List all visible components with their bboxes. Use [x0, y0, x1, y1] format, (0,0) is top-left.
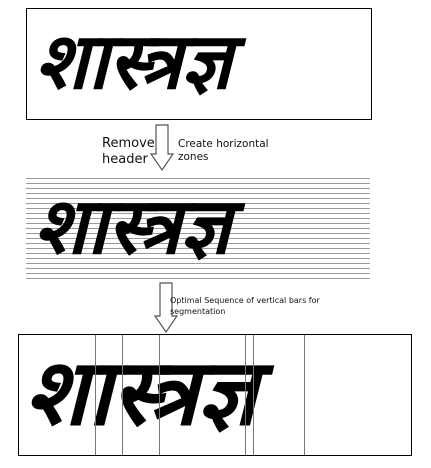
down-arrow-icon	[153, 282, 179, 334]
segmentation-bar	[304, 335, 305, 455]
segmented-word-panel: शास्त्रज्ञ	[18, 334, 412, 456]
segmentation-bar	[253, 335, 254, 455]
devanagari-word-zoned: शास्त्रज्ञ	[34, 182, 231, 272]
segmentation-bar	[245, 335, 246, 455]
segmentation-bar	[122, 335, 123, 455]
down-arrow-icon	[149, 124, 175, 172]
horizontal-zones-panel: शास्त्रज्ञ	[26, 174, 370, 280]
remove-header-label: Remove header	[102, 136, 155, 167]
create-zones-label: Create horizontal zones	[178, 138, 269, 163]
segmentation-bar	[95, 335, 96, 455]
segmentation-bar	[159, 335, 160, 455]
devanagari-word: शास्त्रज्ञ	[35, 17, 232, 107]
optimal-sequence-label: Optimal Sequence of vertical bars for se…	[170, 296, 320, 316]
devanagari-word-segmented: शास्त्रज्ञ	[25, 339, 257, 446]
original-word-panel: शास्त्रज्ञ	[26, 8, 372, 120]
